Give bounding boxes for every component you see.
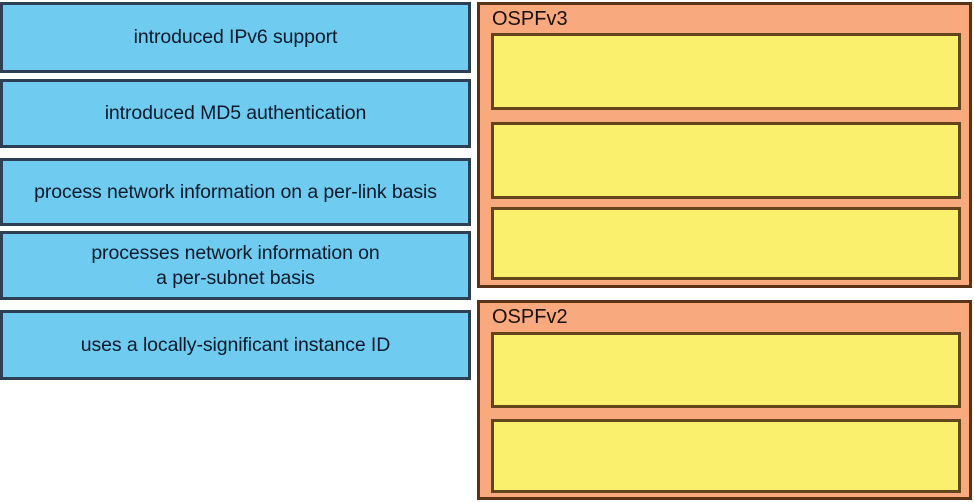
answer-choices-pool: introduced IPv6 support introduced MD5 a… [0,0,471,502]
draggable-tile-label: introduced IPv6 support [133,26,338,49]
drop-slot-ospfv2-2[interactable] [491,419,961,493]
draggable-tile-label: introduced MD5 authentication [104,102,367,125]
panel-title-ospfv2: OSPFv2 [492,306,568,328]
draggable-tile-label: uses a locally-significant instance ID [80,333,391,356]
draggable-tile-per-subnet-basis[interactable]: processes network information on a per-s… [0,231,471,300]
drop-slot-ospfv3-1[interactable] [491,33,961,110]
draggable-tile-instance-id[interactable]: uses a locally-significant instance ID [0,310,471,380]
draggable-tile-ipv6-support[interactable]: introduced IPv6 support [0,2,471,73]
draggable-tile-label: processes network information on a per-s… [91,241,380,289]
draggable-tile-md5-auth[interactable]: introduced MD5 authentication [0,79,471,148]
drop-panel-ospfv3[interactable]: OSPFv3 [477,2,972,288]
drop-slot-ospfv2-1[interactable] [491,332,961,408]
draggable-tile-label: process network information on a per-lin… [34,180,437,203]
drop-panel-ospfv2[interactable]: OSPFv2 [477,300,972,500]
panel-title-ospfv3: OSPFv3 [492,8,568,30]
drop-slot-ospfv3-3[interactable] [491,207,961,280]
draggable-tile-per-link-basis[interactable]: process network information on a per-lin… [0,158,471,226]
drop-slot-ospfv3-2[interactable] [491,122,961,199]
